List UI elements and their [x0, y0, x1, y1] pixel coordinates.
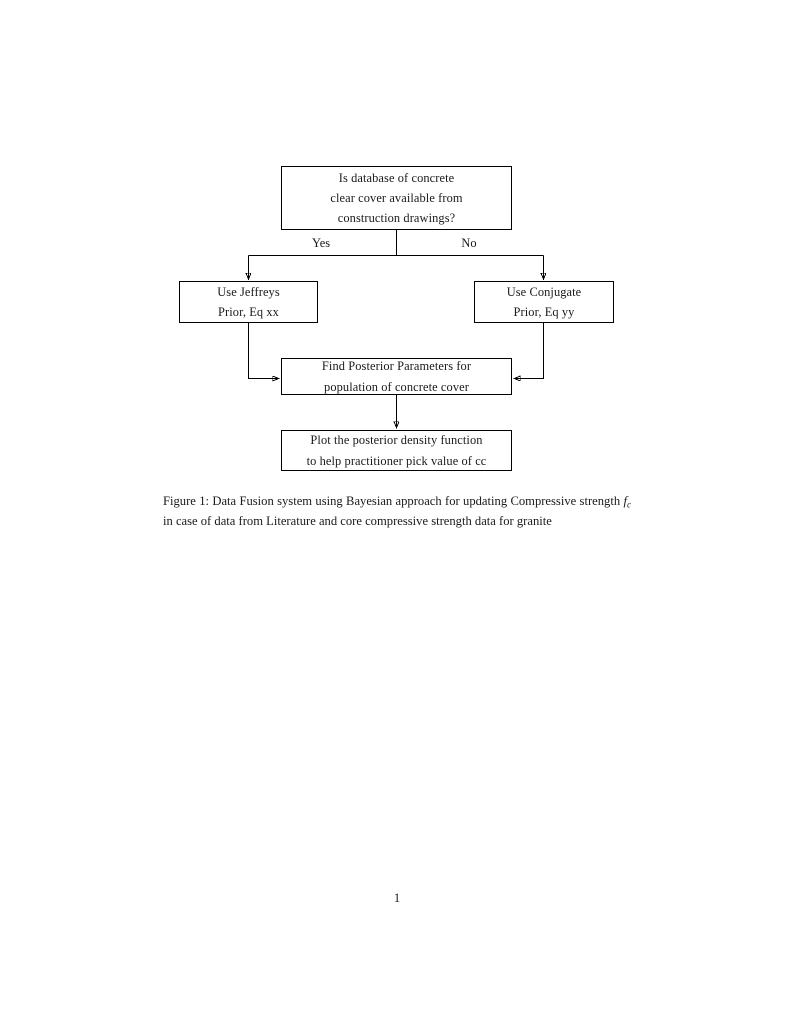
figure-caption-text-part2: in case of data from Literature and core… [163, 513, 552, 528]
node-posterior-line-1: Find Posterior Parameters for [321, 359, 472, 374]
edge-conjugate-to-posterior [515, 323, 544, 379]
node-plot-line-1: Plot the posterior density function [310, 433, 483, 448]
node-conjugate-line-1: Use Conjugate [506, 284, 582, 299]
figure-caption-text-part1: Data Fusion system using Bayesian approa… [212, 494, 621, 508]
node-question-line-2: clear cover available from [330, 190, 463, 205]
figure-caption-math-subscript: c [626, 499, 631, 510]
edge-jeffreys-to-posterior [248, 323, 279, 379]
flowchart-node-plot-posterior-density: Plot the posterior density function to h… [281, 430, 512, 471]
flowchart-node-question: Is database of concrete clear cover avai… [281, 166, 512, 230]
node-jeffreys-line-1: Use Jeffreys [217, 284, 280, 299]
page-number: 1 [393, 891, 401, 905]
figure-caption: Figure 1: Data Fusion system using Bayes… [163, 492, 631, 532]
node-plot-line-2: to help practitioner pick value of cc [306, 453, 487, 468]
node-posterior-line-2: population of concrete cover [324, 379, 469, 394]
figure-caption-math-variable: f [623, 494, 627, 508]
edge-label-yes: Yes [311, 236, 331, 250]
node-jeffreys-line-2: Prior, Eq xx [218, 305, 279, 319]
flowchart-node-jeffreys-prior: Use Jeffreys Prior, Eq xx [179, 281, 318, 323]
flowchart-node-find-posterior-parameters: Find Posterior Parameters for population… [281, 358, 512, 395]
node-question-line-3: construction drawings? [337, 211, 456, 226]
figure-caption-label: Figure 1: [163, 494, 210, 508]
flowchart-node-conjugate-prior: Use Conjugate Prior, Eq yy [474, 281, 614, 323]
node-conjugate-line-2: Prior, Eq yy [513, 305, 575, 319]
node-question-line-1: Is database of concrete [338, 170, 455, 185]
edge-label-no: No [461, 236, 477, 250]
